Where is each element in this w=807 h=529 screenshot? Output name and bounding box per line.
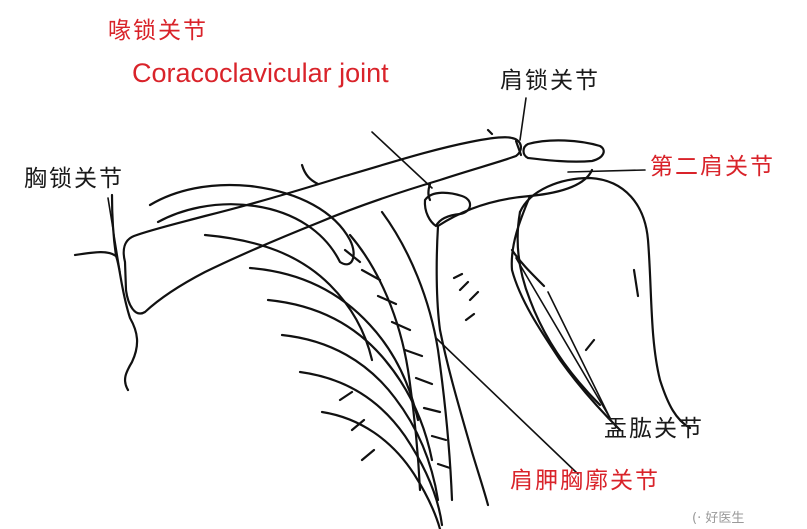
- rib-6: [298, 370, 444, 527]
- label-coracoclavicular-en: Coracoclavicular joint: [132, 58, 389, 88]
- first-rib: [148, 183, 355, 266]
- leader-scapulothoracic: [435, 337, 579, 475]
- rib-5: [280, 333, 440, 502]
- scapula-border: [435, 168, 622, 507]
- leader-second-shoulder: [567, 169, 646, 173]
- neck-contour: [73, 251, 139, 392]
- glenoid-rim: [510, 248, 546, 288]
- thoracic-curve: [348, 233, 422, 492]
- rib-3: [248, 266, 420, 422]
- rib-7: [320, 410, 442, 529]
- acromion: [522, 139, 605, 163]
- leader-sternoclavicular: [107, 197, 121, 273]
- label-coracoclavicular-cn: 喙锁关节: [108, 18, 208, 44]
- label-glenohumeral: 盂肱关节: [604, 416, 704, 442]
- rib-hatching: [338, 248, 452, 470]
- thoracic-curve-outer: [380, 210, 454, 502]
- humerus-shaft: [516, 210, 602, 407]
- rib-4: [266, 298, 434, 462]
- watermark: (· 好医生: [692, 511, 745, 526]
- label-acromioclavicular: 肩锁关节: [500, 68, 600, 94]
- clavicle: [122, 136, 522, 315]
- leader-glenohumeral-2: [547, 291, 611, 419]
- acromioclavicular-gap: [514, 139, 523, 157]
- leader-acromioclavicular: [519, 97, 527, 141]
- rib-2: [203, 233, 374, 362]
- label-scapulothoracic: 肩胛胸廓关节: [510, 468, 660, 494]
- detail-strokes: [300, 128, 640, 352]
- leader-coracoclavicular: [371, 131, 433, 189]
- label-sternoclavicular: 胸锁关节: [24, 166, 124, 192]
- label-second-shoulder: 第二肩关节: [650, 154, 775, 180]
- leader-glenohumeral-1: [515, 257, 611, 419]
- humeral-head: [518, 176, 692, 430]
